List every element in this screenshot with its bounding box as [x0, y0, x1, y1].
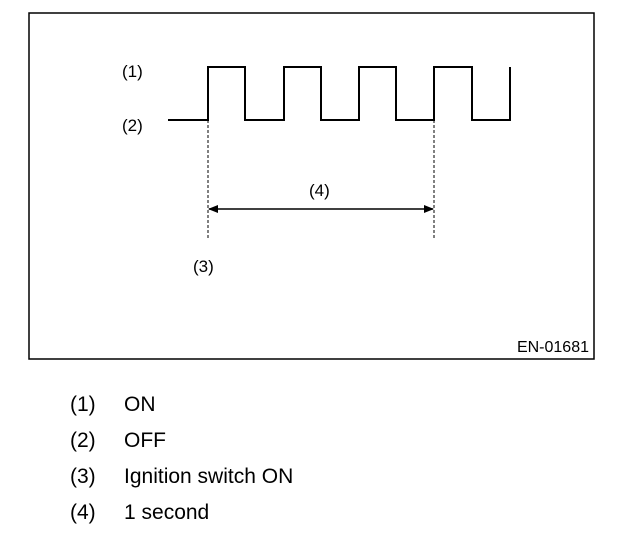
legend-item: (2) OFF [70, 427, 293, 463]
legend-item: (1) ON [70, 391, 293, 427]
legend-item: (3) Ignition switch ON [70, 463, 293, 499]
legend-number: (1) [70, 393, 96, 416]
label-off-level: (2) [122, 116, 143, 135]
label-interval: (4) [309, 181, 330, 200]
legend-text: Ignition switch ON [124, 465, 294, 488]
legend-number: (4) [70, 501, 96, 524]
legend-text: OFF [124, 429, 166, 452]
pulse-waveform [168, 66, 511, 121]
label-start: (3) [193, 257, 214, 276]
figure-code: EN-01681 [517, 339, 589, 356]
diagram-frame [28, 12, 595, 360]
legend-text: 1 second [124, 501, 210, 524]
legend-number: (3) [70, 465, 96, 488]
legend-number: (2) [70, 429, 96, 452]
legend-text: ON [124, 393, 156, 416]
legend-item: (4) 1 second [70, 499, 293, 535]
label-on-level: (1) [122, 62, 143, 81]
legend-list: (1) ON (2) OFF (3) Ignition switch ON (4) 1 … [70, 391, 293, 535]
